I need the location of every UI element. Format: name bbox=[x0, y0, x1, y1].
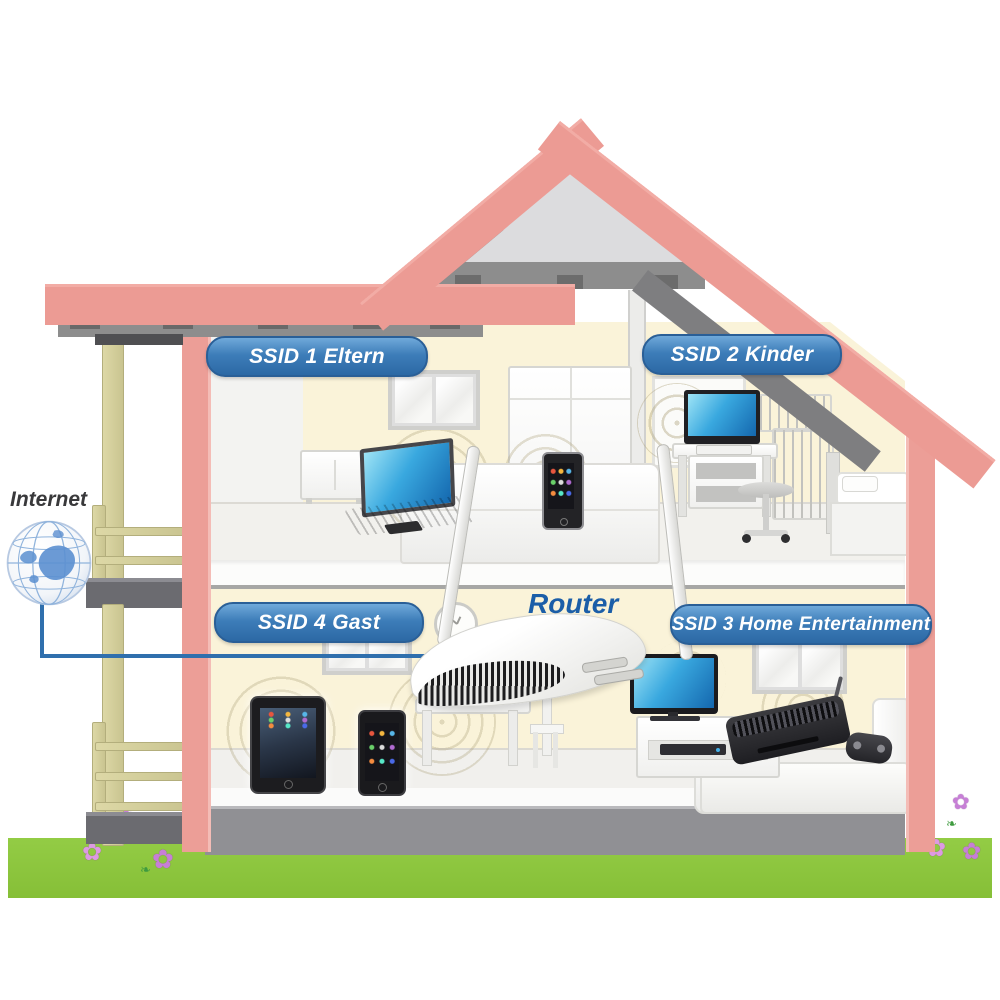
laptop-icon bbox=[343, 437, 475, 542]
tablet-icon bbox=[250, 696, 326, 794]
eave-shadow bbox=[95, 334, 183, 345]
window-pane bbox=[436, 377, 473, 423]
globe-icon bbox=[4, 518, 94, 608]
badge-ssid3-home-entertainment: SSID 3 Home Entertainment bbox=[670, 604, 932, 645]
flower-icon: ✿ bbox=[82, 839, 103, 866]
flower-icon: ✿ bbox=[962, 838, 982, 864]
desktop-monitor-icon bbox=[684, 390, 760, 444]
router-label: Router bbox=[528, 588, 619, 619]
floor-divider bbox=[207, 560, 905, 589]
flower-icon: ✿ bbox=[152, 844, 174, 874]
tv-base bbox=[650, 716, 700, 721]
keyboard-icon bbox=[696, 445, 752, 455]
window-living-room bbox=[752, 638, 847, 694]
porch-rail-bar bbox=[95, 742, 191, 751]
porch-rail-bar bbox=[95, 772, 191, 781]
window-pane bbox=[801, 645, 840, 687]
window-pane bbox=[759, 645, 798, 687]
smartphone-icon bbox=[358, 710, 406, 796]
smartphone-icon bbox=[542, 452, 584, 530]
internet-label: Internet bbox=[10, 488, 88, 511]
window-parents-room bbox=[388, 370, 480, 430]
media-player-icon bbox=[660, 744, 726, 755]
house-left-wall bbox=[182, 318, 211, 852]
internet-line-horizontal bbox=[40, 654, 440, 658]
balcony-rail-bar bbox=[95, 527, 189, 536]
flat-roof-left bbox=[45, 284, 575, 325]
tv-stand-neck bbox=[668, 712, 678, 718]
badge-ssid1-eltern: SSID 1 Eltern bbox=[206, 336, 428, 377]
badge-label: SSID 3 Home Entertainment bbox=[671, 613, 931, 635]
flower-icon: ✿ bbox=[952, 791, 970, 814]
leaf-icon: ❧ bbox=[946, 816, 957, 831]
leaf-icon: ❧ bbox=[140, 862, 151, 877]
house-foundation bbox=[205, 806, 905, 855]
balcony-rail-bar bbox=[95, 556, 189, 565]
tv-icon bbox=[630, 654, 718, 714]
badge-label: SSID 2 Kinder bbox=[670, 342, 814, 366]
badge-label: SSID 4 Gast bbox=[257, 610, 381, 634]
porch-rail-bar bbox=[95, 802, 191, 811]
bookshelf-tall bbox=[772, 428, 834, 520]
badge-label: SSID 1 Eltern bbox=[249, 344, 385, 368]
badge-ssid2-kinder: SSID 2 Kinder bbox=[642, 334, 842, 375]
internet-line-vertical bbox=[40, 602, 44, 658]
window-pane bbox=[395, 377, 432, 423]
badge-ssid4-gast: SSID 4 Gast bbox=[214, 602, 424, 643]
